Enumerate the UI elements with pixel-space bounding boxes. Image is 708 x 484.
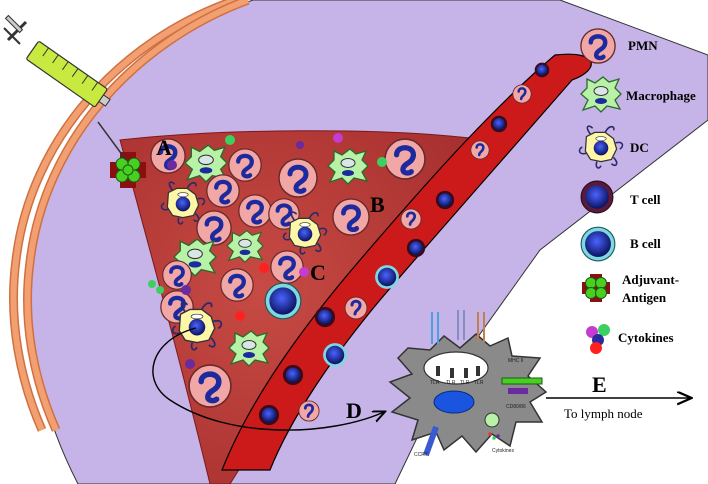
label-b: B bbox=[370, 192, 385, 217]
syringe-icon bbox=[3, 14, 127, 161]
vessel-t-cell bbox=[258, 404, 280, 426]
adjuvant-antigen-depot bbox=[110, 152, 146, 188]
label-to-lymph-node: To lymph node bbox=[564, 406, 643, 421]
legend-t-cell: T cell bbox=[630, 192, 661, 207]
label-d: D bbox=[346, 398, 362, 423]
legend-adjuvant-antigen-icon bbox=[582, 274, 610, 302]
legend-macrophage-icon bbox=[580, 76, 622, 113]
vessel-b-cell bbox=[323, 343, 347, 367]
tissue-b-cell bbox=[264, 282, 302, 320]
legend-adjuvant-antigen-1: Adjuvant- bbox=[622, 272, 679, 287]
tissue-macrophage bbox=[226, 230, 264, 263]
legend-t-cell-icon bbox=[580, 180, 614, 214]
label-c: C bbox=[310, 260, 326, 285]
legend-pmn-icon bbox=[581, 29, 615, 63]
legend-cytokines-icon bbox=[586, 324, 610, 354]
tissue-pmn bbox=[239, 195, 271, 227]
skin-layers bbox=[9, 0, 250, 432]
legend-b-cell-icon bbox=[580, 226, 616, 262]
tissue-pmn bbox=[385, 139, 425, 179]
label-ccr7: CCR7 bbox=[414, 452, 428, 458]
vessel-t-cell bbox=[490, 115, 508, 133]
vessel-t-cell bbox=[314, 306, 336, 328]
legend-dc: DC bbox=[630, 140, 649, 155]
label-tlr-4: TLR bbox=[474, 380, 484, 386]
legend: PMN Macrophage DC T cell B cell Adjuvant… bbox=[578, 29, 696, 354]
vessel-t-cell bbox=[435, 190, 455, 210]
blood-vessel bbox=[221, 53, 592, 471]
tissue-pmn bbox=[207, 175, 239, 207]
dendritic-cell-detail: MHC II CD80/86 CCR7 Cytokines TLR TLR TL… bbox=[388, 310, 548, 458]
vessel-pmn bbox=[512, 84, 532, 104]
vessel-pmn bbox=[470, 140, 490, 160]
label-tlr-3: TLR bbox=[460, 380, 470, 386]
legend-b-cell: B cell bbox=[630, 236, 661, 251]
label-tlr-2: TLR bbox=[446, 380, 456, 386]
label-a: A bbox=[156, 135, 172, 160]
vessel-t-cell bbox=[406, 238, 426, 258]
legend-macrophage: Macrophage bbox=[626, 88, 696, 103]
label-cd80-86: CD80/86 bbox=[506, 404, 526, 410]
legend-pmn: PMN bbox=[628, 38, 658, 53]
vessel-b-cell bbox=[375, 265, 399, 289]
tissue-cytokines bbox=[148, 133, 387, 369]
migration-arrow-d bbox=[152, 327, 384, 431]
tissue-macrophage bbox=[327, 148, 369, 185]
tissue-pmn bbox=[333, 199, 369, 235]
vessel-pmn bbox=[298, 400, 320, 422]
label-dc-cytokines: Cytokines bbox=[492, 448, 514, 454]
vessel-pmn bbox=[344, 296, 368, 320]
tissue-pmn bbox=[279, 159, 317, 197]
tissue-pmn bbox=[189, 365, 231, 407]
tissue-pmn bbox=[221, 269, 253, 301]
tissue-pmn bbox=[229, 149, 261, 181]
label-tlr-1: TLR bbox=[430, 380, 440, 386]
label-mhc2: MHC II bbox=[508, 358, 524, 364]
legend-cytokines: Cytokines bbox=[618, 330, 674, 345]
tissue-pmn bbox=[197, 211, 231, 245]
tissue-pmn bbox=[162, 260, 192, 290]
vessel-pmn bbox=[400, 208, 422, 230]
legend-adjuvant-antigen-2: Antigen bbox=[622, 290, 667, 305]
label-e: E bbox=[592, 372, 607, 397]
tissue-pmn bbox=[271, 251, 303, 283]
vessel-t-cell bbox=[282, 364, 304, 386]
vessel-t-cell bbox=[534, 62, 550, 78]
tissue-macrophage bbox=[228, 330, 270, 367]
